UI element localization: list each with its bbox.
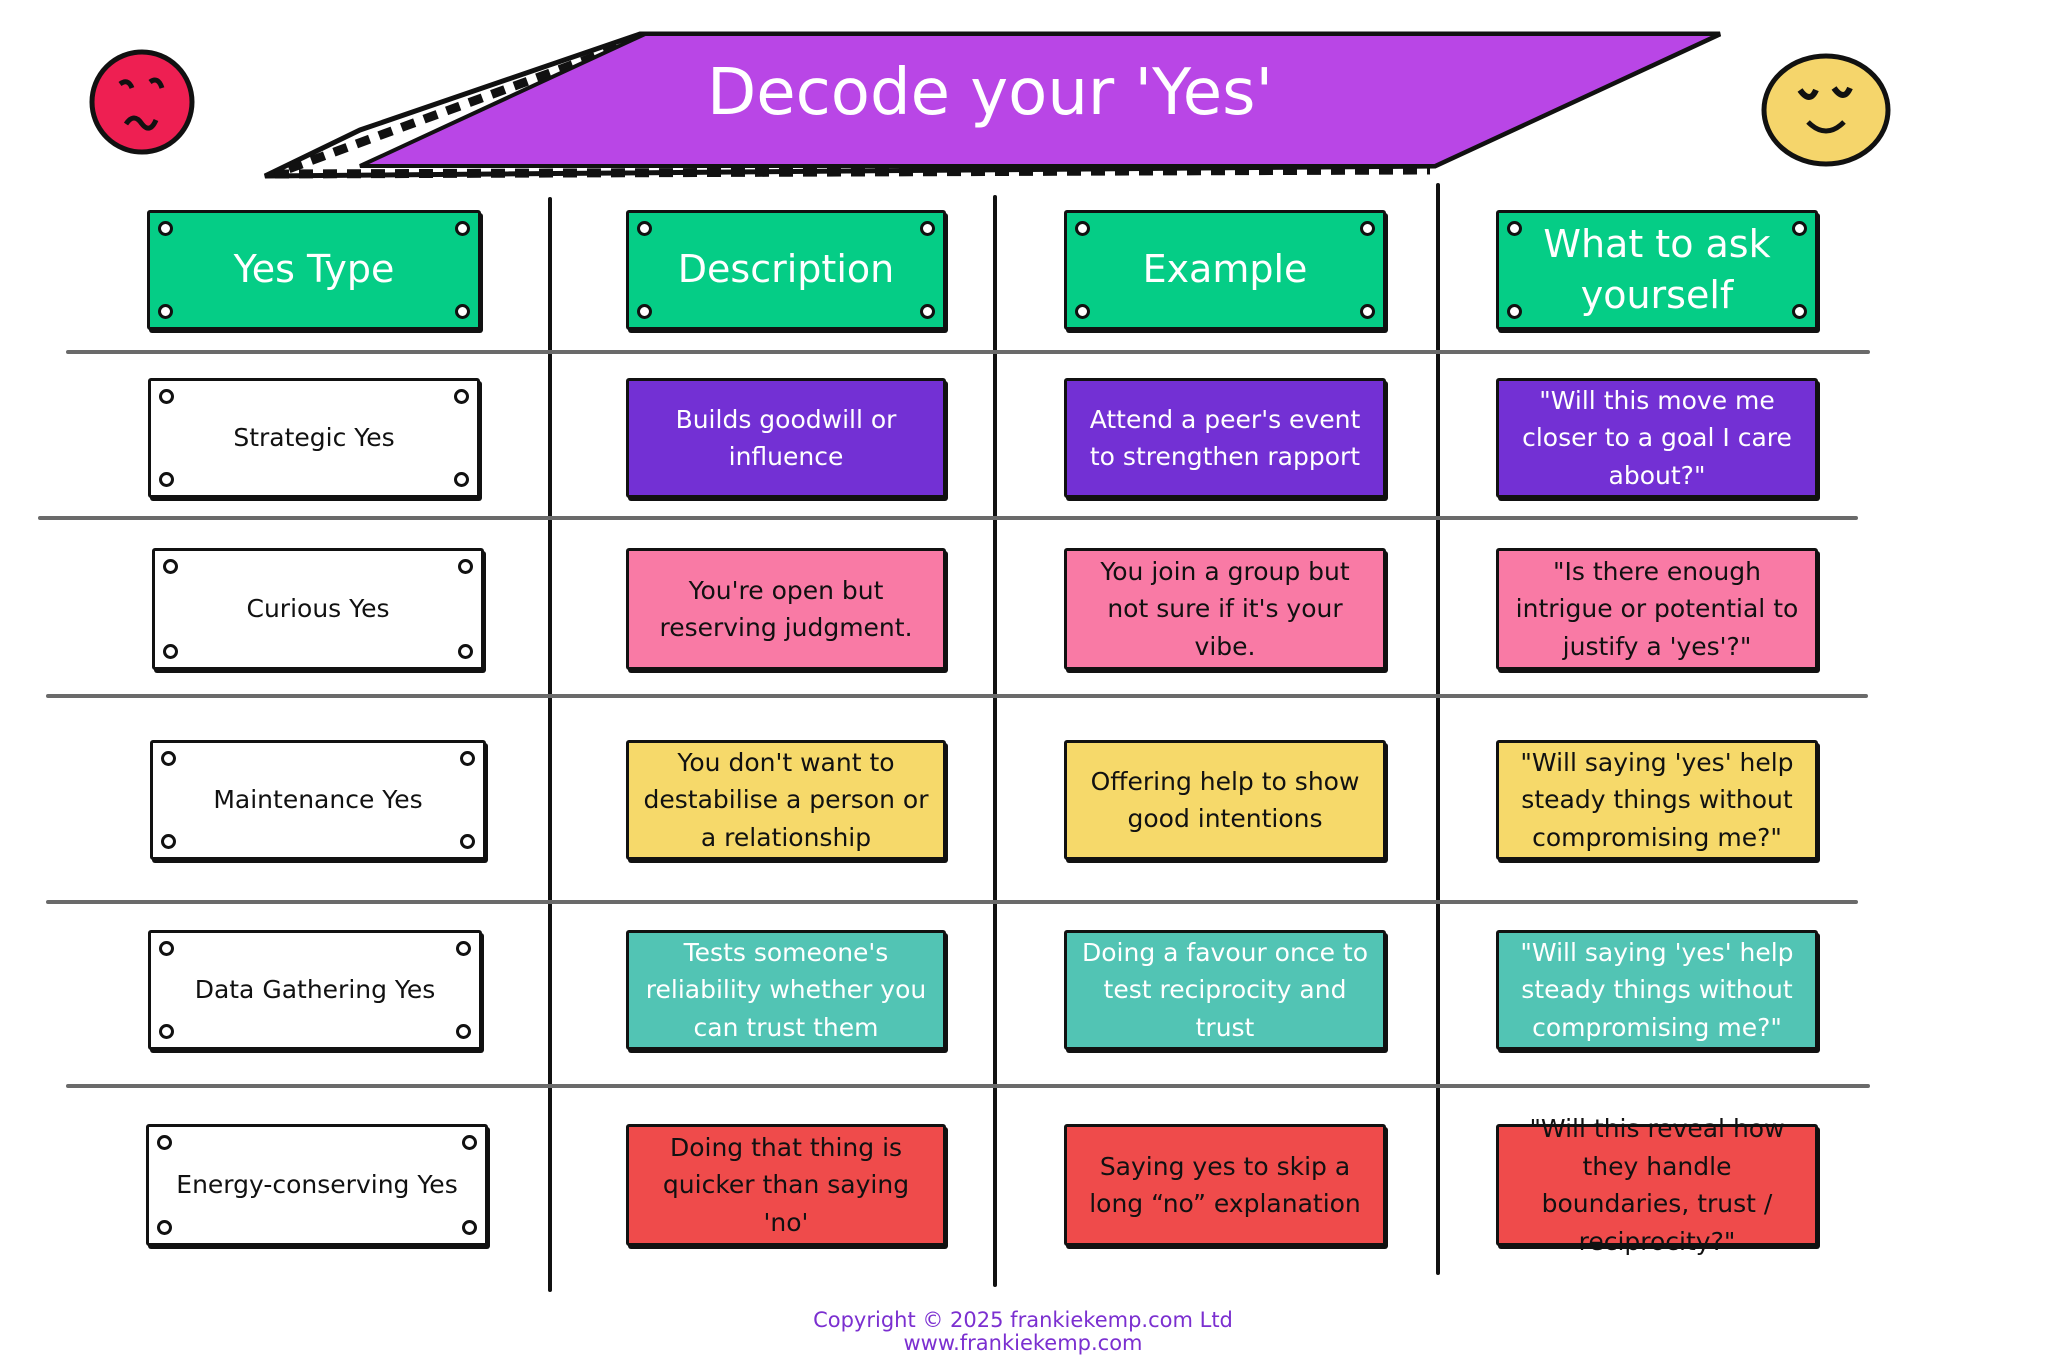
row-divider: [38, 516, 1858, 520]
example-text: Saying yes to skip a long “no” explanati…: [1089, 1151, 1361, 1219]
column-header-label: What to ask yourself: [1543, 221, 1771, 317]
row-divider: [46, 900, 1858, 904]
pin-icon: [1507, 221, 1522, 236]
question-text: "Will this reveal how they handle bounda…: [1529, 1114, 1785, 1256]
column-divider: [993, 195, 997, 1287]
title-banner: [263, 31, 1722, 179]
pin-icon: [1792, 304, 1807, 319]
example-cell: You join a group but not sure if it's yo…: [1064, 548, 1386, 670]
pin-icon: [161, 751, 176, 766]
example-cell: Attend a peer's event to strengthen rapp…: [1064, 378, 1386, 498]
description-text: Builds goodwill or influence: [675, 404, 897, 472]
row-divider: [66, 350, 1870, 354]
pin-icon: [159, 1024, 174, 1039]
example-text: Doing a favour once to test reciprocity …: [1081, 937, 1368, 1042]
pin-icon: [637, 304, 652, 319]
column-header: What to ask yourself: [1496, 210, 1818, 330]
pin-icon: [1360, 221, 1375, 236]
description-cell: You're open but reserving judgment.: [626, 548, 946, 670]
yes-type-cell: Strategic Yes: [148, 378, 480, 498]
description-text: Tests someone's reliability whether you …: [645, 937, 927, 1042]
pin-icon: [456, 1024, 471, 1039]
pin-icon: [458, 559, 473, 574]
question-cell: "Is there enough intrigue or potential t…: [1496, 548, 1818, 670]
pin-icon: [460, 834, 475, 849]
description-text: You're open but reserving judgment.: [659, 575, 913, 643]
pin-icon: [455, 304, 470, 319]
pin-icon: [161, 834, 176, 849]
row-divider: [46, 694, 1868, 698]
pin-icon: [920, 221, 935, 236]
footer-url[interactable]: www.frankiekemp.com: [903, 1331, 1143, 1355]
description-text: You don't want to destabilise a person o…: [643, 747, 929, 852]
question-cell: "Will saying 'yes' help steady things wi…: [1496, 740, 1818, 860]
description-cell: You don't want to destabilise a person o…: [626, 740, 946, 860]
question-cell: "Will this move me closer to a goal I ca…: [1496, 378, 1818, 498]
yes-type-text: Strategic Yes: [233, 423, 395, 453]
example-text: Offering help to show good intentions: [1090, 766, 1360, 834]
yes-type-cell: Curious Yes: [152, 548, 484, 670]
example-cell: Offering help to show good intentions: [1064, 740, 1386, 860]
column-header: Yes Type: [147, 210, 481, 330]
pin-icon: [159, 472, 174, 487]
yes-type-text: Curious Yes: [246, 594, 390, 624]
page-title: Decode your 'Yes': [706, 56, 1274, 130]
question-text: "Will saying 'yes' help steady things wi…: [1520, 937, 1794, 1042]
yes-type-cell: Data Gathering Yes: [148, 930, 482, 1050]
pin-icon: [454, 472, 469, 487]
frowning-face-icon: [89, 49, 195, 155]
column-header-label: Example: [1142, 247, 1308, 292]
yes-type-text: Energy-conserving Yes: [176, 1170, 458, 1200]
pin-icon: [157, 1135, 172, 1150]
column-header: Example: [1064, 210, 1386, 330]
pin-icon: [462, 1220, 477, 1235]
pin-icon: [1075, 221, 1090, 236]
pin-icon: [158, 304, 173, 319]
yes-type-text: Maintenance Yes: [213, 785, 423, 815]
pin-icon: [1507, 304, 1522, 319]
pin-icon: [458, 644, 473, 659]
pin-icon: [1075, 304, 1090, 319]
pin-icon: [163, 559, 178, 574]
pin-icon: [637, 221, 652, 236]
yes-type-cell: Energy-conserving Yes: [146, 1124, 488, 1246]
pin-icon: [455, 221, 470, 236]
column-header: Description: [626, 210, 946, 330]
description-cell: Doing that thing is quicker than saying …: [626, 1124, 946, 1246]
example-cell: Saying yes to skip a long “no” explanati…: [1064, 1124, 1386, 1246]
yes-type-text: Data Gathering Yes: [194, 975, 436, 1005]
pin-icon: [159, 389, 174, 404]
pin-icon: [462, 1135, 477, 1150]
pin-icon: [456, 941, 471, 956]
example-text: You join a group but not sure if it's yo…: [1100, 556, 1350, 661]
pin-icon: [158, 221, 173, 236]
question-cell: "Will this reveal how they handle bounda…: [1496, 1114, 1818, 1256]
pin-icon: [157, 1220, 172, 1235]
column-header-label: Description: [677, 247, 895, 292]
footer-copyright: Copyright © 2025 frankiekemp.com Ltd: [813, 1308, 1233, 1332]
example-cell: Doing a favour once to test reciprocity …: [1064, 930, 1386, 1050]
smiling-face-icon: [1761, 53, 1891, 167]
pin-icon: [159, 941, 174, 956]
question-text: "Will this move me closer to a goal I ca…: [1522, 385, 1792, 490]
pin-icon: [454, 389, 469, 404]
row-divider: [66, 1084, 1870, 1088]
example-text: Attend a peer's event to strengthen rapp…: [1089, 404, 1361, 472]
description-text: Doing that thing is quicker than saying …: [662, 1132, 910, 1237]
pin-icon: [1360, 304, 1375, 319]
column-header-label: Yes Type: [233, 247, 395, 292]
description-cell: Tests someone's reliability whether you …: [626, 930, 946, 1050]
question-text: "Will saying 'yes' help steady things wi…: [1520, 747, 1794, 852]
pin-icon: [920, 304, 935, 319]
yes-type-cell: Maintenance Yes: [150, 740, 486, 860]
question-cell: "Will saying 'yes' help steady things wi…: [1496, 930, 1818, 1050]
question-text: "Is there enough intrigue or potential t…: [1515, 556, 1799, 661]
pin-icon: [163, 644, 178, 659]
column-divider: [1436, 183, 1440, 1275]
description-cell: Builds goodwill or influence: [626, 378, 946, 498]
pin-icon: [1792, 221, 1807, 236]
column-divider: [548, 197, 552, 1292]
pin-icon: [460, 751, 475, 766]
